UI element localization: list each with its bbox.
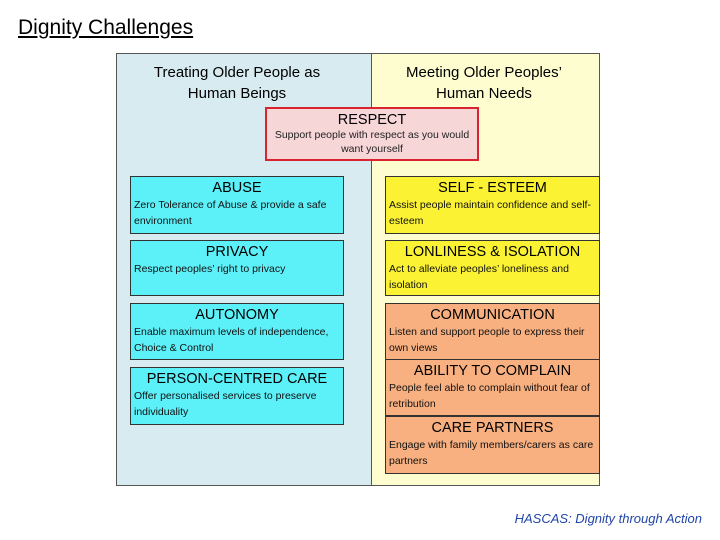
care-partners-description: Engage with family members/carers as car… xyxy=(389,439,594,467)
ability-to-complain-box: ABILITY TO COMPLAIN People feel able to … xyxy=(385,359,600,416)
loneliness-isolation-title: LONLINESS & ISOLATION xyxy=(404,244,581,260)
footer-credit: HASCAS: Dignity through Action xyxy=(514,511,702,526)
autonomy-box: AUTONOMY Enable maximum levels of indepe… xyxy=(130,303,344,360)
care-partners-title: CARE PARTNERS xyxy=(431,420,554,436)
person-centred-care-description: Offer personalised services to preserve … xyxy=(134,390,317,418)
abuse-box: ABUSE Zero Tolerance of Abuse & provide … xyxy=(130,176,344,234)
respect-title: RESPECT xyxy=(337,112,407,128)
dignity-diagram: Treating Older People as Human Beings Me… xyxy=(116,53,600,486)
loneliness-isolation-description: Act to alleviate peoples’ loneliness and… xyxy=(389,263,569,291)
communication-box: COMMUNICATION Listen and support people … xyxy=(385,303,600,360)
abuse-description: Zero Tolerance of Abuse & provide a safe… xyxy=(134,199,327,227)
person-centred-care-box: PERSON-CENTRED CARE Offer personalised s… xyxy=(130,367,344,425)
person-centred-care-title: PERSON-CENTRED CARE xyxy=(146,371,328,387)
self-esteem-title: SELF - ESTEEM xyxy=(438,180,547,196)
autonomy-title: AUTONOMY xyxy=(195,307,279,323)
abuse-title: ABUSE xyxy=(212,180,262,196)
communication-title: COMMUNICATION xyxy=(430,307,555,323)
privacy-box: PRIVACY Respect peoples’ right to privac… xyxy=(130,240,344,296)
privacy-title: PRIVACY xyxy=(205,244,269,260)
autonomy-description: Enable maximum levels of independence, C… xyxy=(134,326,329,354)
ability-to-complain-description: People feel able to complain without fea… xyxy=(389,382,590,410)
respect-box: RESPECT Support people with respect as y… xyxy=(265,107,479,161)
left-column-heading: Treating Older People as Human Beings xyxy=(153,64,321,102)
self-esteem-description: Assist people maintain confidence and se… xyxy=(389,199,591,227)
right-column-heading: Meeting Older Peoples’ Human Needs xyxy=(406,64,562,102)
loneliness-isolation-box: LONLINESS & ISOLATION Act to alleviate p… xyxy=(385,240,600,296)
respect-description: Support people with respect as you would… xyxy=(274,129,470,155)
slide-title: Dignity Challenges xyxy=(18,16,194,39)
privacy-description: Respect peoples’ right to privacy xyxy=(134,263,286,275)
self-esteem-box: SELF - ESTEEM Assist people maintain con… xyxy=(385,176,600,234)
ability-to-complain-title: ABILITY TO COMPLAIN xyxy=(413,363,572,379)
care-partners-box: CARE PARTNERS Engage with family members… xyxy=(385,416,600,474)
communication-description: Listen and support people to express the… xyxy=(389,326,585,354)
